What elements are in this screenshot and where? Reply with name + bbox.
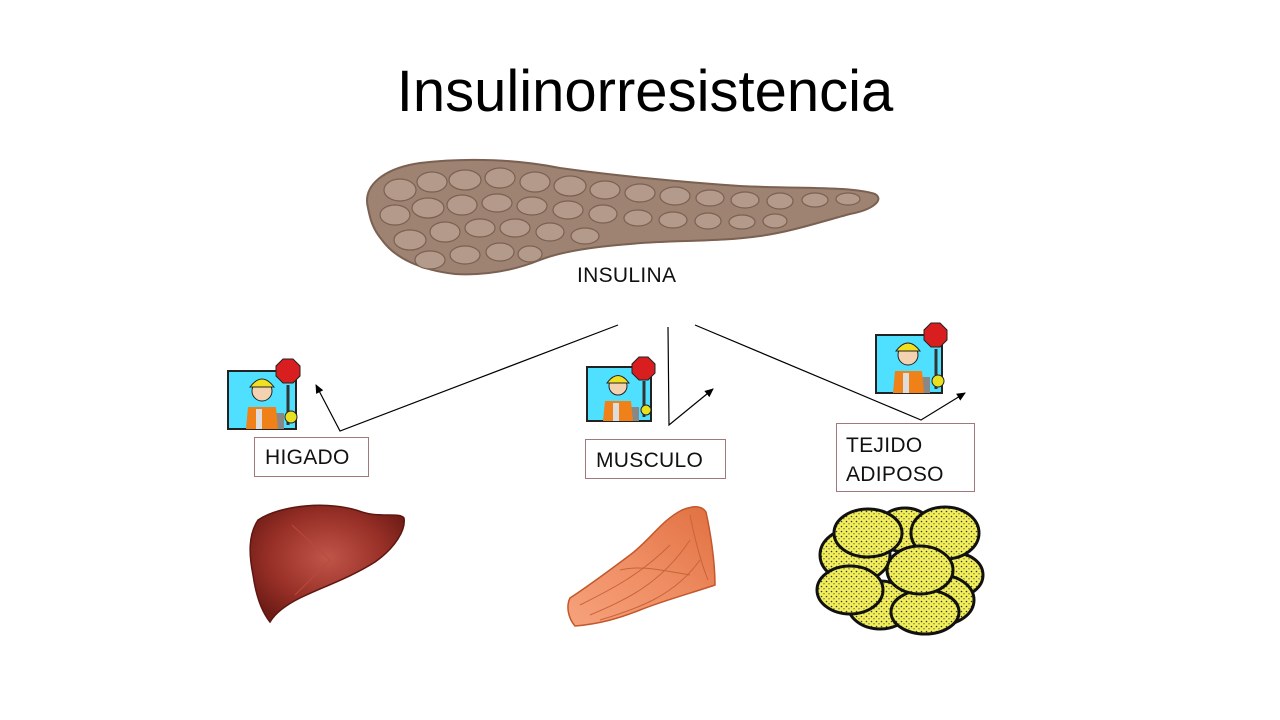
target-label-liver: HIGADO — [254, 437, 369, 477]
connector-adipose — [694, 324, 966, 421]
muscle-icon — [567, 506, 716, 627]
pancreas-icon — [366, 158, 880, 276]
stop-sign-worker-icon — [227, 358, 301, 430]
target-label-muscle: MUSCULO — [585, 439, 726, 479]
muscle-label-text: MUSCULO — [596, 449, 704, 472]
connector-muscle — [667, 326, 714, 427]
adipose-label-line2: ADIPOSO — [846, 463, 944, 486]
stop-sign-worker-icon — [586, 356, 656, 422]
target-label-adipose: TEJIDO ADIPOSO — [836, 423, 975, 492]
adipose-label-line1: TEJIDO — [846, 434, 923, 457]
stop-sign-worker-icon — [875, 322, 948, 394]
page-title: Insulinorresistencia — [396, 59, 894, 124]
connector-liver — [315, 324, 619, 432]
liver-icon — [249, 504, 405, 624]
liver-label-text: HIGADO — [265, 446, 350, 469]
adipose-tissue-icon — [815, 505, 985, 636]
insulin-label: INSULINA — [577, 264, 677, 287]
